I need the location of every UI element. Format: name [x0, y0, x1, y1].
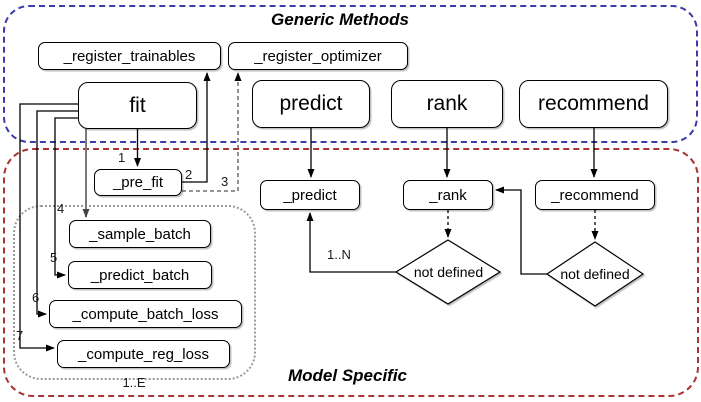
step1-label: 1	[118, 150, 126, 165]
model-specific-container	[3, 148, 699, 397]
register-optimizer-node: _register_optimizer	[228, 42, 408, 70]
edge-fit-to-compute-batch-loss	[36, 110, 78, 318]
batch-loop-label: 1..N	[327, 247, 351, 262]
recommend-not-defined-label: not defined	[560, 266, 630, 282]
edge-pre-fit-to-register-trainables	[182, 72, 211, 183]
model-specific-title: Model Specific	[287, 366, 408, 385]
edge-not-defined-to-private-rank	[495, 186, 547, 275]
edge-pre-fit-to-register-optimizer	[182, 72, 242, 192]
recommend-node: recommend	[519, 80, 668, 128]
private-rank-node: _rank	[403, 180, 493, 210]
step3-label: 3	[221, 174, 229, 189]
compute-reg-loss-node: _compute_reg_loss	[57, 340, 230, 368]
rank-node: rank	[391, 80, 503, 128]
rank-not-defined-diamond	[394, 239, 502, 305]
register-trainables-node: _register_trainables	[38, 42, 221, 70]
epoch-loop-container	[13, 205, 256, 380]
pre-fit-node: _pre_fit	[94, 169, 182, 196]
sample-batch-node: _sample_batch	[69, 220, 211, 248]
generic-methods-title: Generic Methods	[271, 10, 409, 29]
epoch-loop-label: 1..E	[122, 375, 146, 390]
generic-methods-container	[3, 5, 698, 143]
private-predict-node: _predict	[260, 180, 360, 210]
step4-label: 4	[57, 201, 65, 216]
step6-label: 6	[32, 290, 40, 305]
edge-fit-to-predict-batch	[54, 117, 78, 279]
recommend-not-defined-diamond	[545, 241, 645, 307]
predict-node: predict	[252, 80, 370, 128]
step2-label: 2	[185, 167, 193, 182]
step7-label: 7	[16, 328, 24, 343]
edge-fit-to-compute-reg-loss	[19, 103, 78, 352]
rank-not-defined-label: not defined	[413, 264, 484, 280]
fit-node: fit	[78, 82, 197, 129]
compute-batch-loss-node: _compute_batch_loss	[49, 300, 242, 328]
predict-batch-node: _predict_batch	[68, 261, 212, 289]
edge-not-defined-to-private-predict	[306, 212, 396, 273]
private-recommend-node: _recommend	[535, 180, 655, 210]
step5-label: 5	[50, 250, 58, 265]
